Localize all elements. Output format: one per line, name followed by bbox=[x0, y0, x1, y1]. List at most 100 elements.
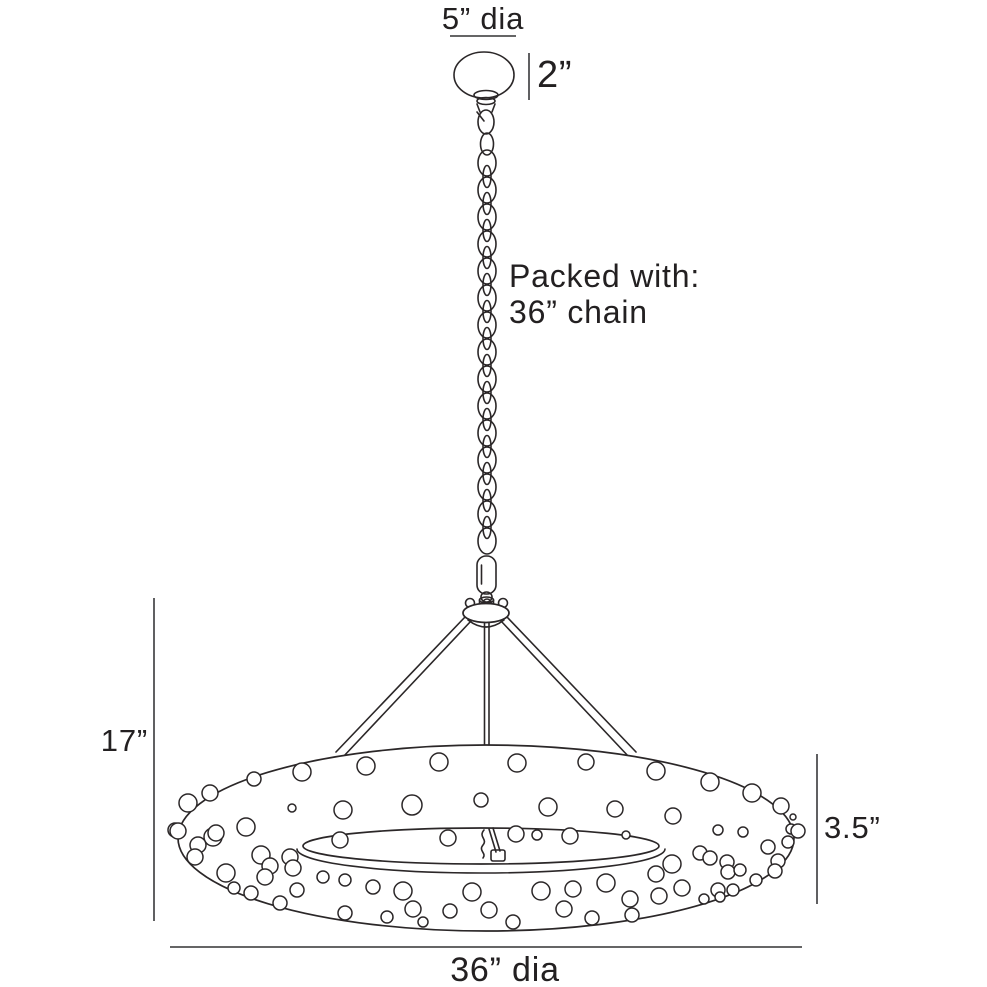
bubble bbox=[577, 753, 595, 771]
bubble bbox=[272, 895, 288, 911]
chain-link bbox=[482, 326, 492, 351]
bubble bbox=[473, 792, 489, 808]
canopy-height-label: 2” bbox=[537, 54, 573, 96]
bubble bbox=[760, 839, 776, 855]
chain-link bbox=[477, 311, 497, 339]
bubble bbox=[789, 813, 797, 821]
socket-drawing bbox=[480, 827, 506, 862]
support-arms-drawing bbox=[335, 616, 637, 759]
bubble bbox=[338, 873, 352, 887]
chain-link bbox=[477, 149, 497, 177]
fixture-diameter-label: 36” dia bbox=[450, 951, 560, 987]
bubble bbox=[646, 761, 666, 781]
bubble bbox=[714, 891, 726, 903]
bubble bbox=[650, 887, 668, 905]
bubble bbox=[767, 863, 783, 879]
chain-link bbox=[477, 176, 497, 204]
bubble bbox=[289, 882, 305, 898]
bubble bbox=[417, 916, 429, 928]
bubble bbox=[733, 863, 747, 877]
bubble bbox=[790, 823, 806, 839]
bubble bbox=[507, 825, 525, 843]
chain-link bbox=[477, 419, 497, 447]
bubble bbox=[284, 859, 302, 877]
packed-with-note: Packed with: 36” chain bbox=[509, 258, 700, 330]
fixture-height-label: 17” bbox=[100, 723, 148, 758]
bubble bbox=[772, 797, 790, 815]
bubble bbox=[243, 885, 259, 901]
bubble bbox=[169, 822, 187, 840]
bubble bbox=[538, 797, 558, 817]
bubble bbox=[201, 784, 219, 802]
chain-link bbox=[477, 365, 497, 393]
bubble bbox=[720, 864, 736, 880]
bubble bbox=[564, 880, 582, 898]
bubble bbox=[698, 893, 710, 905]
bubble bbox=[531, 881, 551, 901]
chain-link bbox=[482, 218, 492, 243]
bubble bbox=[726, 883, 740, 897]
chain-drawing bbox=[477, 149, 497, 555]
bubble bbox=[227, 881, 241, 895]
ring-inner-edge bbox=[302, 827, 660, 865]
bubble bbox=[664, 807, 682, 825]
bubble bbox=[380, 910, 394, 924]
chain-link bbox=[482, 299, 492, 324]
bubble bbox=[207, 824, 225, 842]
bubble bbox=[561, 827, 579, 845]
chain-link bbox=[482, 488, 492, 513]
bubble bbox=[647, 865, 665, 883]
bubble bbox=[236, 817, 256, 837]
bubble bbox=[439, 829, 457, 847]
dimension-lines bbox=[153, 35, 818, 948]
bubble bbox=[393, 881, 413, 901]
chain-link bbox=[477, 527, 497, 555]
chain-link bbox=[477, 284, 497, 312]
chain-link bbox=[482, 191, 492, 216]
bubble bbox=[331, 831, 349, 849]
bubble bbox=[624, 907, 640, 923]
chain-link bbox=[482, 245, 492, 270]
chain-link bbox=[482, 434, 492, 459]
bubble bbox=[256, 868, 274, 886]
chain-link bbox=[477, 257, 497, 285]
chain-link bbox=[477, 230, 497, 258]
bubble bbox=[749, 873, 763, 887]
bubble bbox=[737, 826, 749, 838]
bubble bbox=[673, 879, 691, 897]
chain-link bbox=[482, 461, 492, 486]
bubble bbox=[700, 772, 720, 792]
bubble bbox=[742, 783, 762, 803]
bubble bbox=[246, 771, 262, 787]
bubble bbox=[621, 830, 631, 840]
packed-note-line1: Packed with: bbox=[509, 258, 701, 294]
bubble bbox=[621, 890, 639, 908]
bubble bbox=[401, 794, 423, 816]
chain-link bbox=[477, 338, 497, 366]
bubble bbox=[596, 873, 616, 893]
bubble bbox=[712, 824, 724, 836]
bubble bbox=[480, 901, 498, 919]
bubble bbox=[216, 863, 236, 883]
bubble bbox=[186, 848, 204, 866]
bubble bbox=[442, 903, 458, 919]
hub-drawing bbox=[462, 596, 510, 628]
chain-link bbox=[482, 380, 492, 405]
bubble bbox=[178, 793, 198, 813]
chain-link bbox=[477, 446, 497, 474]
canopy-diameter-label: 5” dia bbox=[441, 1, 525, 36]
bubble bbox=[333, 800, 353, 820]
bubbles-group bbox=[167, 752, 806, 930]
ring-height-label: 3.5” bbox=[824, 810, 881, 845]
bubble bbox=[365, 879, 381, 895]
bubble bbox=[531, 829, 543, 841]
bubble bbox=[781, 835, 795, 849]
bubble bbox=[429, 752, 449, 772]
chain-link bbox=[482, 164, 492, 189]
chain-link bbox=[482, 353, 492, 378]
chain-link bbox=[482, 407, 492, 432]
canopy-drawing bbox=[453, 51, 515, 156]
bubble bbox=[505, 914, 521, 930]
bubble bbox=[316, 870, 330, 884]
